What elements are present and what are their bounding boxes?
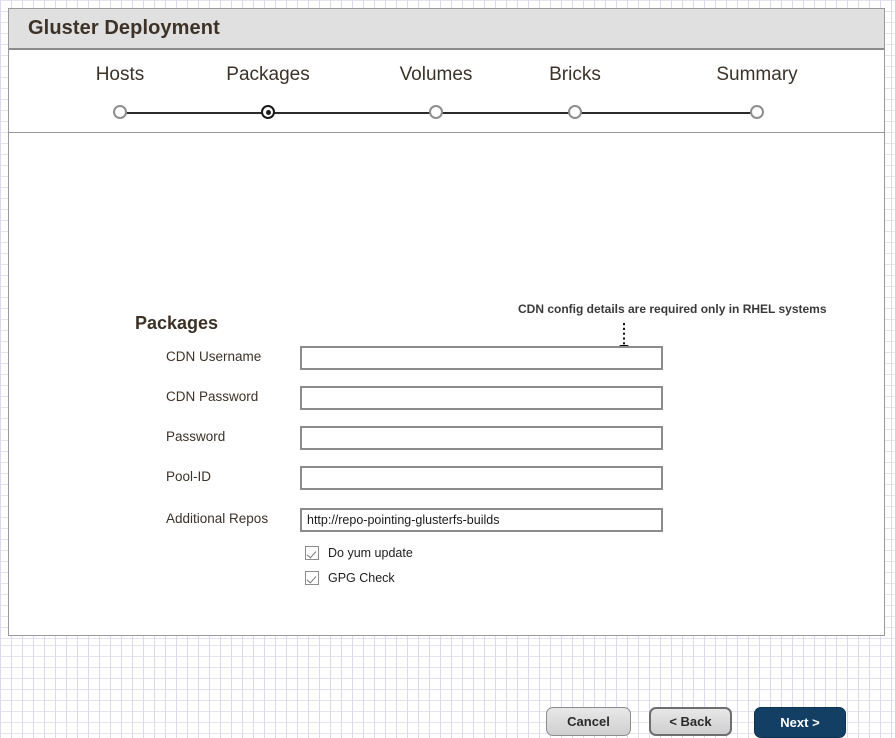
checkbox-row-do-yum-update[interactable]: Do yum update <box>305 546 413 560</box>
page-title: Packages <box>135 312 219 333</box>
wizard-step-label-hosts[interactable]: Hosts <box>95 64 145 85</box>
cdn-annotation-text: CDN config details are required only in … <box>518 302 827 316</box>
wizard-content-pane: Packages CDN config details are required… <box>9 133 884 738</box>
window-title: Gluster Deployment <box>28 17 220 39</box>
do-yum-update-label: Do yum update <box>328 546 413 560</box>
wizard-step-label-summary[interactable]: Summary <box>716 64 798 85</box>
additional-repos-input[interactable] <box>300 508 663 532</box>
cdn-username-input[interactable] <box>300 346 663 370</box>
cdn-password-input[interactable] <box>300 386 663 410</box>
wizard-step-dot-volumes[interactable] <box>429 105 443 119</box>
wizard-step-label-volumes[interactable]: Volumes <box>399 64 473 85</box>
checkbox-row-gpg-check[interactable]: GPG Check <box>305 571 395 585</box>
form-row-cdn-username: CDN Username <box>9 346 884 370</box>
field-label-cdn-password: CDN Password <box>166 389 259 404</box>
next-button[interactable]: Next > <box>754 707 846 738</box>
cancel-button[interactable]: Cancel <box>546 707 631 736</box>
form-row-additional-repos: Additional Repos <box>9 508 884 532</box>
gluster-deployment-window: Gluster Deployment Hosts Packages Volume… <box>8 8 885 738</box>
window-titlebar: Gluster Deployment <box>9 9 884 50</box>
wizard-step-dot-hosts[interactable] <box>113 105 127 119</box>
wizard-step-dot-bricks[interactable] <box>568 105 582 119</box>
form-row-password: Password <box>9 426 884 450</box>
field-label-pool-id: Pool-ID <box>166 469 212 484</box>
wizard-step-bar: Hosts Packages Volumes Bricks Summary <box>9 50 884 133</box>
pool-id-input[interactable] <box>300 466 663 490</box>
field-label-additional-repos: Additional Repos <box>166 511 269 526</box>
form-row-pool-id: Pool-ID <box>9 466 884 490</box>
do-yum-update-checkbox[interactable] <box>305 546 319 560</box>
wizard-step-dot-packages[interactable] <box>261 105 275 119</box>
form-row-cdn-password: CDN Password <box>9 386 884 410</box>
gpg-check-checkbox[interactable] <box>305 571 319 585</box>
password-input[interactable] <box>300 426 663 450</box>
wizard-step-dot-summary[interactable] <box>750 105 764 119</box>
wizard-step-label-packages[interactable]: Packages <box>226 64 310 85</box>
back-button[interactable]: < Back <box>649 707 732 736</box>
wizard-step-labels: Hosts Packages Volumes Bricks Summary <box>9 64 884 94</box>
field-label-password: Password <box>166 429 226 444</box>
gpg-check-label: GPG Check <box>328 571 395 585</box>
wizard-step-label-bricks[interactable]: Bricks <box>549 64 601 85</box>
field-label-cdn-username: CDN Username <box>166 349 262 364</box>
